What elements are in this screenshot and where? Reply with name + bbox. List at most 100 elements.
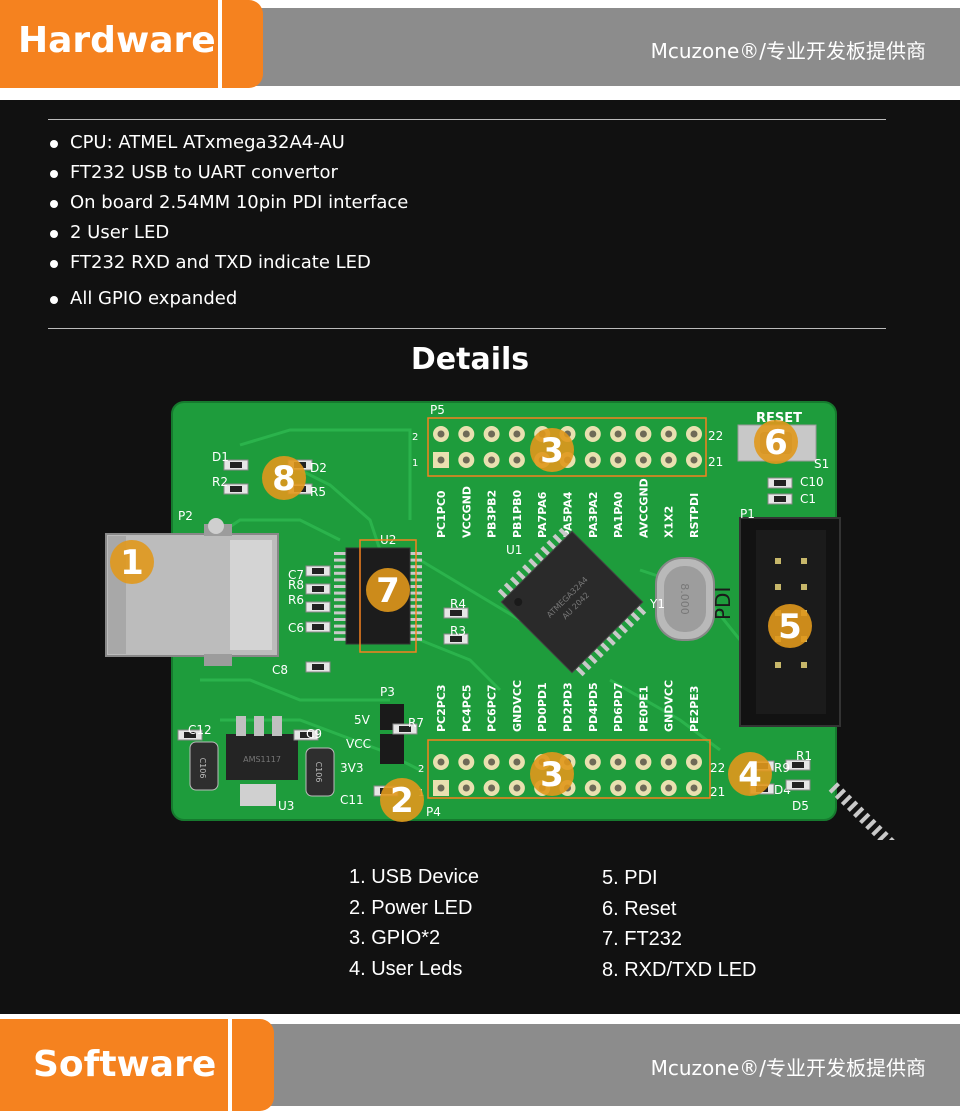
component-label: R9 [774,761,790,775]
power-option: 5V [354,713,371,727]
callout-number: 8 [272,459,296,499]
component-label: D2 [310,461,327,475]
power-option: 3V3 [340,761,363,775]
pin-label: PB1PB0 [511,489,524,538]
p4-highlight [427,739,711,799]
pin-label: RSTPDI [688,493,701,538]
top-divider [48,119,886,120]
y1-label: Y1 [649,597,665,611]
feature-item: 2 User LED [48,218,408,248]
pin-label: PA5PA4 [562,491,575,538]
legend-right: 5. PDI 6. Reset 7. FT232 8. RXD/TXD LED [602,867,756,989]
callout-number: 1 [120,543,144,583]
p1-label: P1 [740,507,755,521]
component-label: C9 [306,727,322,741]
pin-number: 2 [418,764,424,775]
pin-label: PE2PE3 [688,686,701,732]
pin-label: GNDVCC [511,680,524,732]
feature-item: All GPIO expanded [48,284,408,314]
pin-label: PD0PD1 [536,682,549,732]
component-label: R5 [310,485,326,499]
p5-label: P5 [430,403,445,417]
legend-item: 7. FT232 [602,928,683,950]
component-label: R1 [796,749,812,763]
feature-item: FT232 USB to UART convertor [48,158,408,188]
u1-label: U1 [506,543,522,557]
callout-marker [768,604,812,648]
u3-label: U3 [278,799,294,813]
feature-item: On board 2.54MM 10pin PDI interface [48,188,408,218]
component-label: C12 [188,723,212,737]
pin-label: PC1PC0 [435,490,448,538]
pin-label: X1X2 [663,506,676,538]
power-option: VCC [346,737,371,751]
component-label: C10 [800,475,824,489]
legend-item: 1. USB Device [349,866,480,888]
component-label: D5 [792,799,809,813]
banner-separator [218,0,222,88]
callout-number: 6 [764,423,788,463]
component-label: R7 [408,716,424,730]
pin-label: PD4PD5 [587,682,600,732]
details-title: Details [410,342,530,377]
bottom-divider [48,328,886,329]
component-label: R2 [212,475,228,489]
legend-item: 3. GPIO*2 [349,927,441,949]
component-label: C7 [288,568,304,582]
pin-label: PA7PA6 [536,491,549,538]
crystal-text: 8.000 [678,583,691,615]
cap-text: C106 [198,758,207,779]
pin-number: 22 [708,429,723,443]
legend-item: 6. Reset [602,897,677,920]
capacitor [305,747,335,797]
component-label: C11 [340,793,364,807]
pin-label: PA1PA0 [612,491,625,538]
callout-marker [530,428,574,472]
component-label: R6 [288,593,304,607]
hardware-brand: Mcuzone®/专业开发板提供商 [650,39,926,63]
pin-number: 1 [412,458,418,469]
pin-label: PC4PC5 [460,684,473,732]
callout-marker [754,420,798,464]
reg-text: AMS1117 [243,755,281,764]
callout-marker [380,778,424,822]
software-banner: Software Mcuzone®/专业开发板提供商 [0,1014,960,1116]
pin-label: VCCGND [460,486,473,538]
legend-item: 5. PDI [602,867,658,889]
legend-item: 4. User Leds [349,957,463,980]
pin-label: AVCCGND [637,478,650,538]
pin-number: 21 [708,455,723,469]
callout-marker [366,568,410,612]
callout-marker [262,456,306,500]
pdi-silkscreen: PDI [711,587,735,620]
callout-marker [530,752,574,796]
component-label: C8 [272,663,288,677]
pin-label: PE0PE1 [637,686,650,732]
legend-left: 1. USB Device 2. Power LED 3. GPIO*2 4. … [349,866,479,988]
p2-label: P2 [178,509,193,523]
feature-item: CPU: ATMEL ATxmega32A4-AU [48,128,408,158]
pin-number: 21 [710,785,725,799]
callout-marker [110,540,154,584]
board-image: PC1PC0 VCCGND PB3PB2 PB1PB0 PA7PA6 PA5PA4 PA3P… [105,401,895,840]
component-label: R4 [450,597,466,611]
callout-number: 2 [390,781,414,821]
pin-label: PA3PA2 [587,492,600,538]
software-brand: Mcuzone®/专业开发板提供商 [650,1056,926,1080]
pin-label: PD6PD7 [612,682,625,732]
pin-number: 2 [412,432,418,443]
ft232-highlight [359,539,417,653]
legend-item: 8. RXD/TXD LED [602,958,757,981]
regulator [226,734,298,780]
component-label: D1 [212,450,229,464]
software-title: Software [33,1044,217,1085]
cap-text: C106 [314,762,323,783]
legend-item: 2. Power LED [349,896,473,919]
pin-label: GNDVCC [663,680,676,732]
pin-label: PB3PB2 [486,490,499,538]
mcu-chip: ATMEGA32A4 AU 2042 [497,527,895,840]
callout-number: 3 [540,755,564,795]
component-label: C6 [288,621,304,635]
p4-label: P4 [426,805,441,819]
component-label: R3 [450,624,466,638]
